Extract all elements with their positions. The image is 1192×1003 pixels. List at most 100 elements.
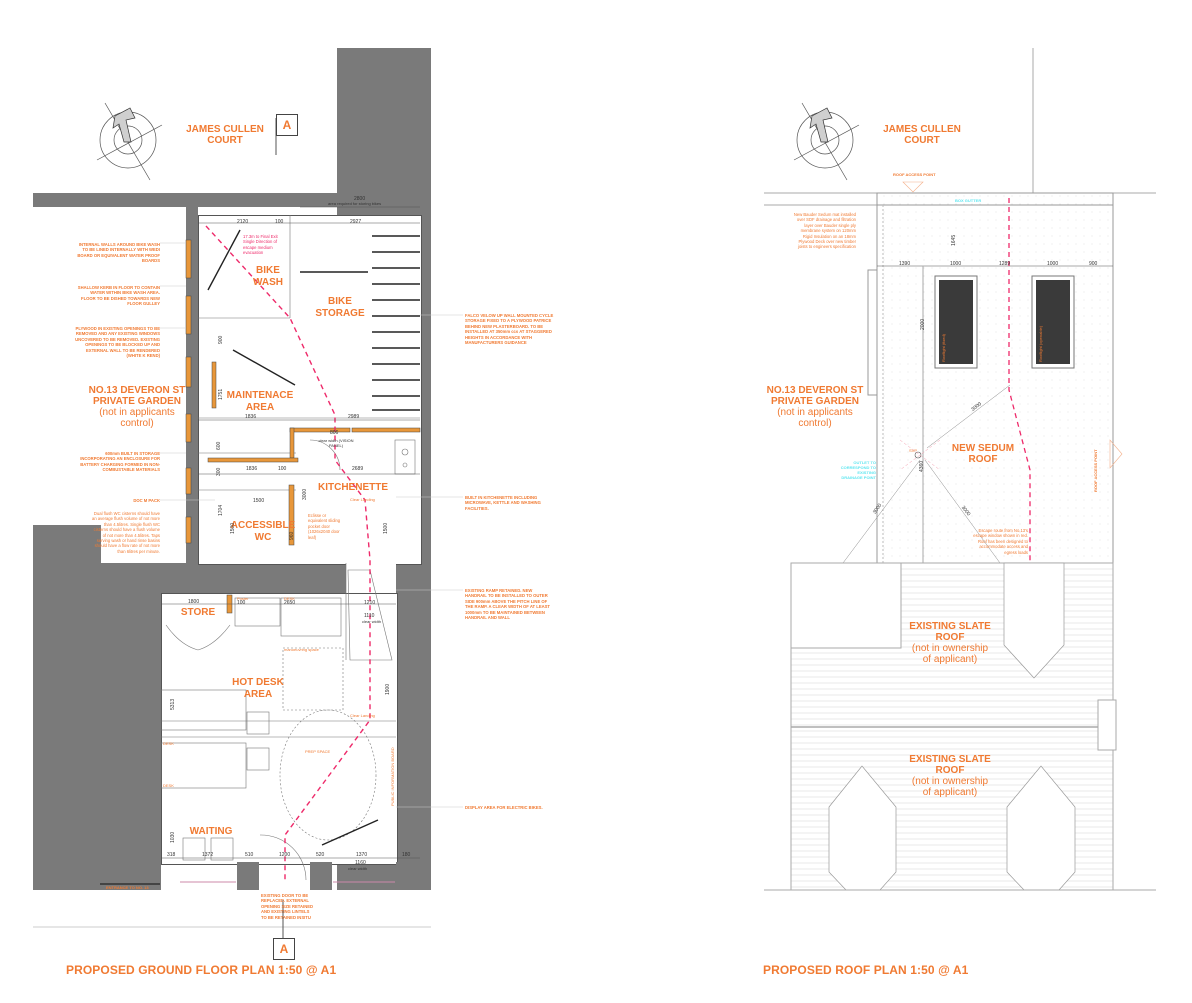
room-accessible-wc: ACCESSIBLE WC (230, 520, 296, 544)
note-display-area: DISPLAY AREA FOR ELECTRIC BIKES. (465, 805, 543, 810)
dimension-clear-width: clear width (348, 866, 368, 871)
dimension-1836: 1836 (246, 466, 258, 472)
dimension-2650: 2650 (284, 600, 296, 606)
note-doc-m-pack: DOC M PACK (133, 498, 160, 503)
section-marker-a-bottom[interactable]: A (273, 938, 295, 960)
garden-label-line1: NO.13 DEVERON ST (766, 385, 864, 396)
dimension-100: 100 (278, 466, 287, 472)
garden-label-line4: control) (798, 418, 832, 429)
roof-access-point-top[interactable]: ROOF ACCESS POINT (893, 172, 936, 177)
note-shallow-kerb: SHALLOW KERB IN FLOOR TO CONTAIN WATER W… (77, 285, 160, 307)
prep-space-label: PREP SPACE (305, 749, 331, 754)
dimension-2120: 2120 (237, 219, 249, 225)
garden-label-line2: PRIVATE GARDEN (771, 396, 859, 407)
dimension-area-required-label: area required for storing bikes (328, 201, 382, 206)
vision-panel-label: clear width (VISION PANEL) (318, 438, 354, 448)
room-waiting: WAITING (189, 826, 233, 837)
lower-floor (161, 593, 398, 865)
dimension-v2000: 2000 (920, 318, 926, 330)
roof-neighbour-label: JAMES CULLEN COURT (882, 124, 962, 146)
room-label: HOT DESK (232, 677, 284, 688)
note-escape-distance: 17.3m to Final Exit Single Direction of … (243, 234, 278, 256)
garden-label: NO.13 DEVERON ST PRIVATE GARDEN (not in … (82, 385, 192, 429)
neighbour-label-line2: COURT (904, 135, 940, 146)
dimension-1000: 1000 (950, 261, 962, 267)
room-label: BIKE (256, 265, 280, 276)
note-escape-route: Escape route from No.13's escape window … (973, 528, 1028, 555)
outlet-note: OUTLET TO CORRESPOND TO EXISTING DRAINAG… (840, 460, 876, 480)
rooflight-fixed-label: Rooflight (fixed) (941, 333, 946, 362)
room-kitchenette: KITCHENETTE (318, 482, 388, 493)
entrance-label: ENTRANCE TO NO. 13 (106, 885, 149, 890)
poster-label: Poster (237, 596, 249, 601)
room-bike-wash: BIKE WASH (246, 265, 290, 289)
ground-floor-plan-title: PROPOSED GROUND FLOOR PLAN 1:50 @ A1 (66, 963, 337, 977)
note-ramp: EXISTING RAMP RETAINED. NEW HANDRAIL TO … (465, 588, 550, 621)
neighbour-label: JAMES CULLEN COURT (185, 124, 265, 146)
garden-area (33, 207, 186, 525)
bike-rack-icons (207, 229, 420, 846)
section-marker-a-top[interactable]: A (276, 114, 298, 136)
room-label: MAINTENACE (226, 390, 294, 401)
note-pocket-door: Eclisse or equivalent sliding pocket doo… (308, 513, 341, 540)
dimension-1289: 1289 (999, 261, 1011, 267)
box-gutter-label: BOX GUTTER (955, 198, 982, 203)
dimension-2689: 2689 (352, 466, 364, 472)
dimension-clear-width: clear width (362, 619, 382, 624)
dimension-1160: 1160 (355, 860, 366, 866)
note-wc-cisterns: Dual flush WC cisterns should have an av… (92, 511, 160, 554)
existing-slate-roof-label-1: EXISTING SLATE ROOF (not in ownership of… (905, 621, 995, 665)
roof-plan-title: PROPOSED ROOF PLAN 1:50 @ A1 (763, 963, 969, 977)
rooflight-openable-label: Rooflight (openable) (1038, 325, 1043, 362)
dimension-318: 318 (167, 852, 176, 858)
svp-label: SVP (909, 448, 918, 453)
room-label: WASH (253, 277, 283, 288)
slate-label-line4: of applicant) (922, 654, 978, 665)
existing-wall-mid-band (101, 563, 346, 593)
slate-label-line3: (not in ownership (911, 643, 989, 654)
dimension-1000: 1000 (1047, 261, 1059, 267)
room-maintenance: MAINTENACE AREA (224, 390, 296, 414)
desk-label: DESK (284, 596, 295, 601)
slate-label-line4: of applicant) (922, 787, 978, 798)
north-arrow-icon (793, 102, 860, 181)
roof-access-point-right[interactable]: ROOF ACCESS POINT (1093, 449, 1098, 492)
existing-wall-top-band (33, 193, 343, 207)
slate-label-line1: EXISTING SLATE (909, 621, 991, 632)
room-label: ACCESSIBLE (230, 520, 296, 531)
bike-area-floor (198, 215, 422, 565)
dimension-1800: 1800 (188, 599, 200, 605)
room-hot-desk: HOT DESK AREA (230, 677, 286, 701)
slate-label-line3: (not in ownership (911, 776, 989, 787)
room-label: STORAGE (315, 308, 365, 319)
note-existing-door: EXISTING DOOR TO BE REPLACED. EXTERNAL O… (261, 893, 314, 920)
dimension-v4360: 4360 (919, 460, 925, 472)
dimension-1110: 1110 (364, 613, 375, 619)
dimension-100: 100 (237, 600, 246, 606)
existing-wall-left-lower (33, 525, 101, 890)
dimension-1836: 1836 (245, 414, 257, 420)
dimension-806: 806 (330, 430, 339, 436)
dimension-1370: 1370 (356, 852, 368, 858)
room-label: BIKE (328, 296, 352, 307)
neighbour-label-line1: JAMES CULLEN (883, 124, 961, 135)
slate-label-line2: ROOF (935, 765, 965, 776)
slate-label-line1: EXISTING SLATE (909, 754, 991, 765)
room-label: AREA (243, 689, 273, 700)
dimension-1372: 1372 (202, 852, 214, 858)
dimension-1500: 1500 (253, 498, 265, 504)
slate-label-line2: ROOF (935, 632, 965, 643)
desk-label: DESK (163, 741, 174, 746)
note-bike-wash-walls: INTERNAL WALLS AROUND BIKE WASH TO BE LI… (77, 242, 160, 264)
north-arrow-icon (96, 102, 163, 181)
room-store: STORE (180, 607, 216, 618)
dimension-v1645: 1645 (951, 234, 957, 246)
dimension-100: 100 (275, 219, 284, 225)
room-label: WC (254, 532, 272, 543)
dimension-2800: 2800 (354, 196, 366, 202)
dimension-2927: 2927 (350, 219, 362, 225)
dimension-180: 180 (402, 852, 411, 858)
dimension-900: 900 (1089, 261, 1098, 267)
garden-label-line1: NO.13 DEVERON ST (88, 385, 186, 396)
